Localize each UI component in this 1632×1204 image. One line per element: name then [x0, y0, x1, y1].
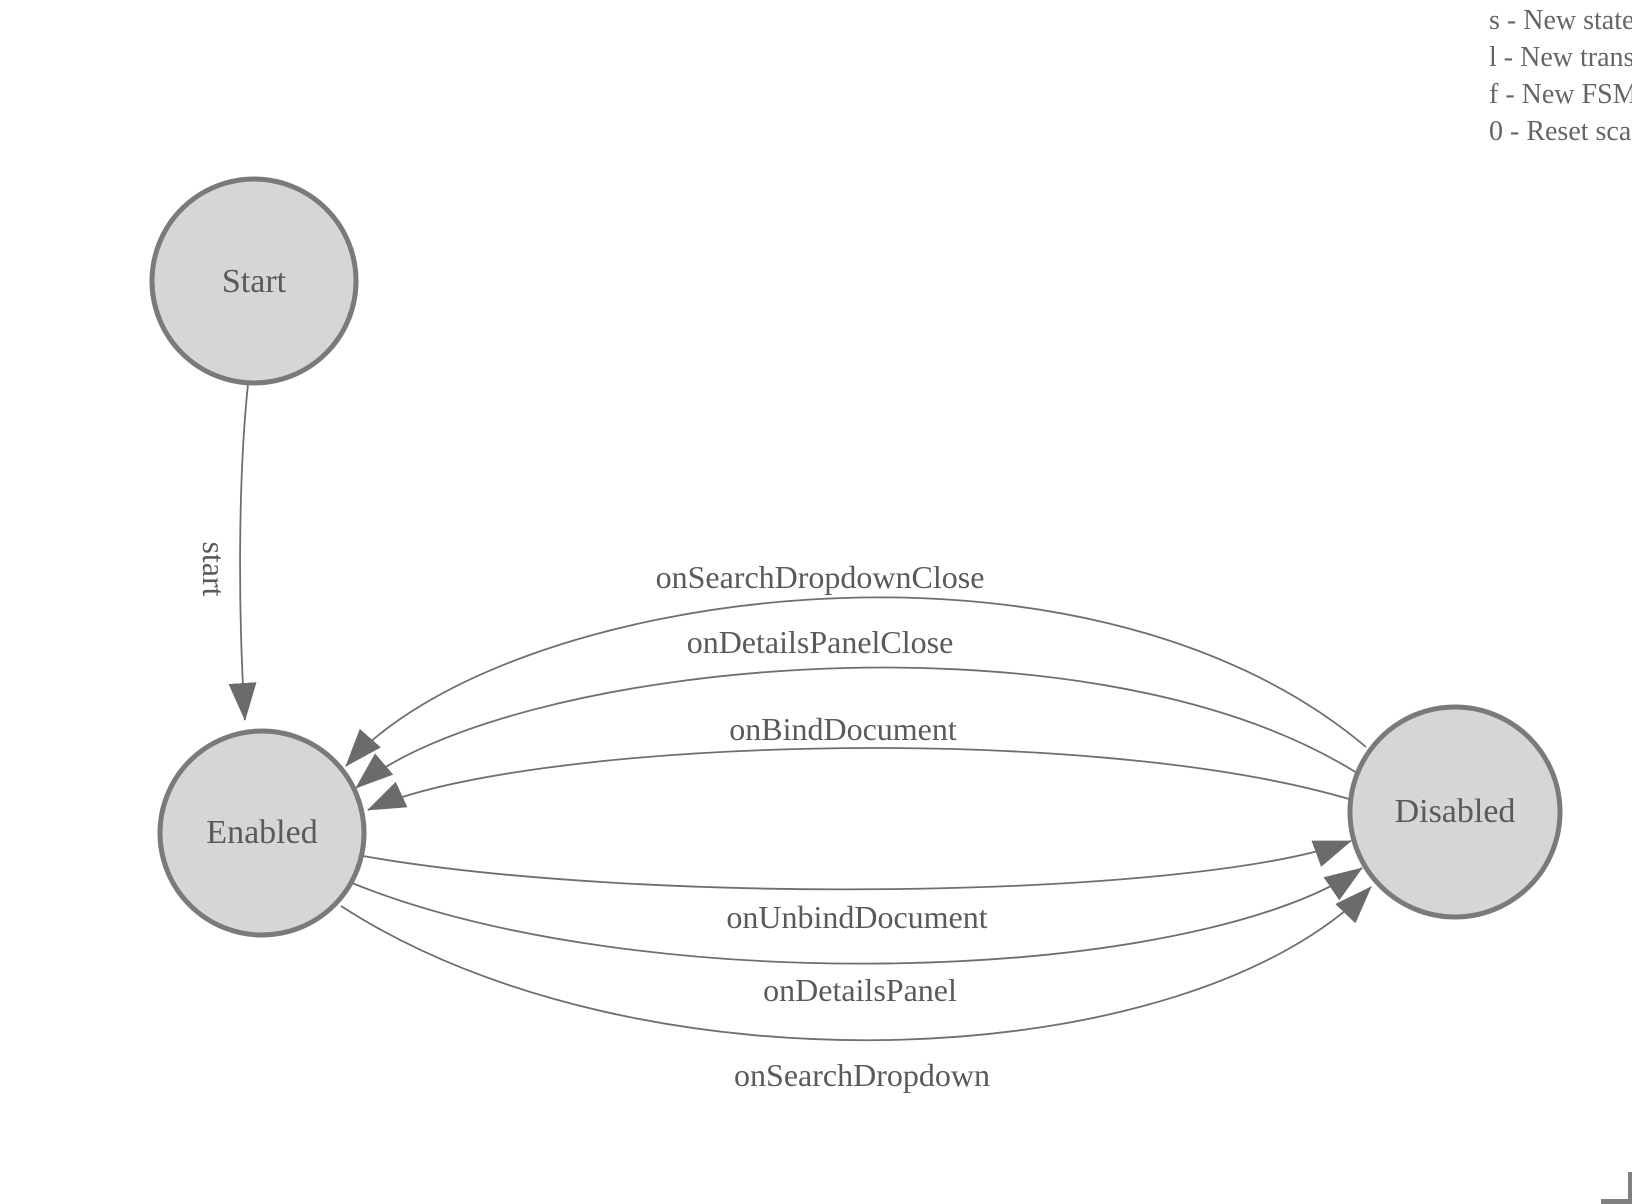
edge-label-onDetailsPanelClose: onDetailsPanelClose — [687, 624, 954, 660]
edge-label-onUnbindDocument: onUnbindDocument — [726, 899, 987, 935]
edge-onSearchDropdown[interactable] — [340, 886, 1372, 1042]
edge-label-group: start onSearchDropdownClose onDetailsPan… — [196, 541, 990, 1093]
edge-start[interactable] — [228, 383, 257, 721]
state-label-start: Start — [222, 263, 287, 300]
node-group: Start Enabled Disabled — [149, 176, 1563, 938]
edge-onDetailsPanel[interactable] — [351, 867, 1363, 965]
edge-onDetailsPanelClose[interactable] — [355, 666, 1358, 789]
edge-onUnbindDocument[interactable] — [362, 840, 1352, 891]
edge-label-start: start — [196, 541, 232, 596]
edge-onSearchDropdownClose[interactable] — [345, 596, 1367, 767]
state-label-enabled: Enabled — [206, 814, 317, 851]
legend: s - New state l - New transition f - New… — [1489, 2, 1632, 150]
edge-label-onSearchDropdown: onSearchDropdown — [734, 1057, 990, 1093]
legend-line-new-transition: l - New transition — [1489, 42, 1632, 73]
legend-line-new-state: s - New state — [1489, 5, 1632, 36]
clipped-element-corner — [1601, 1172, 1632, 1204]
state-node-enabled[interactable] — [157, 728, 367, 938]
edge-label-onSearchDropdownClose: onSearchDropdownClose — [656, 559, 985, 595]
edge-onBindDocument[interactable] — [367, 747, 1350, 811]
state-node-disabled[interactable] — [1347, 704, 1563, 920]
edge-label-onBindDocument: onBindDocument — [729, 711, 957, 747]
state-node-start[interactable] — [149, 176, 359, 386]
state-label-disabled: Disabled — [1395, 793, 1516, 830]
legend-line-new-fsm: f - New FSM — [1489, 79, 1632, 110]
edge-label-onDetailsPanel: onDetailsPanel — [763, 972, 957, 1008]
legend-line-reset-scale: 0 - Reset scale — [1489, 116, 1632, 147]
edge-group — [228, 383, 1372, 1042]
